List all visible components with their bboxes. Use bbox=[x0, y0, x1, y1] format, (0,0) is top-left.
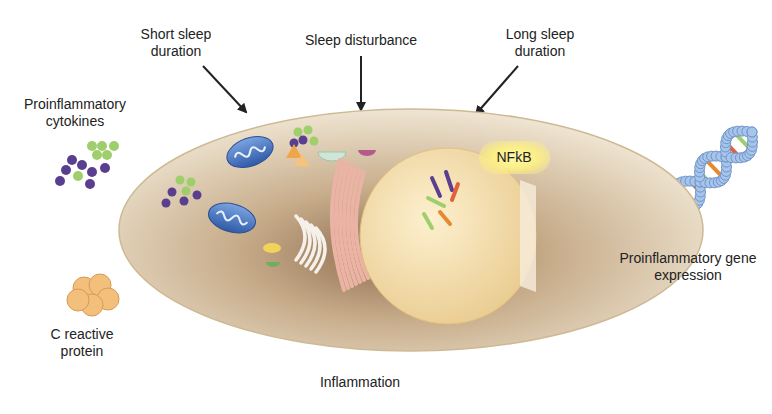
crp-label: C reactive protein bbox=[34, 326, 130, 360]
gene-expression-label: Proinflammatory gene expression bbox=[613, 250, 763, 284]
cell-caption: Inflammation bbox=[320, 374, 400, 391]
crp-blob bbox=[67, 274, 119, 316]
nfkb-glow: NFkB bbox=[479, 141, 550, 174]
arrow bbox=[203, 66, 246, 112]
arrow bbox=[476, 66, 518, 114]
cytokine-dots bbox=[55, 141, 119, 189]
factor-label: Short sleep duration bbox=[124, 26, 228, 60]
factor-label: Sleep disturbance bbox=[281, 32, 441, 49]
arrow bbox=[360, 56, 362, 110]
factor-name: NFkB bbox=[497, 149, 532, 166]
factor-label: Long sleep duration bbox=[488, 26, 592, 60]
cytokine-label: Proinflammatory cytokines bbox=[8, 96, 142, 130]
